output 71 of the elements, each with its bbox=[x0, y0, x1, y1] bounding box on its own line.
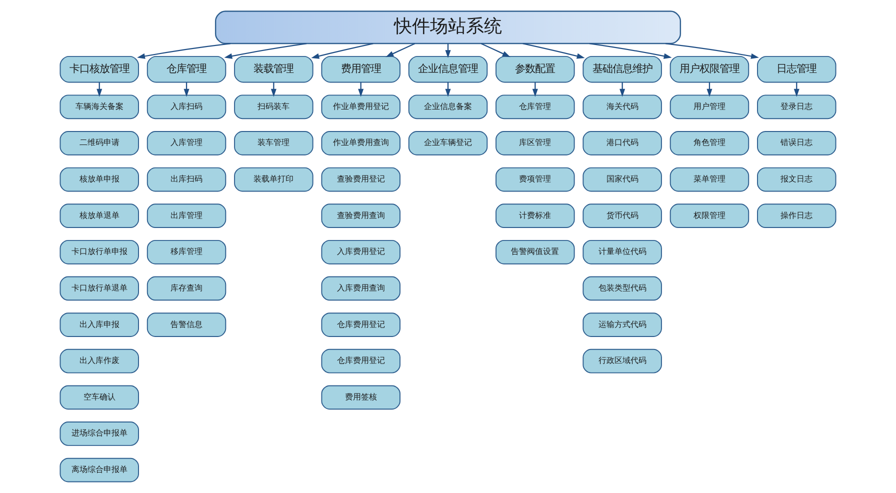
node-box: 作业单费用查询 bbox=[321, 131, 400, 156]
node-box: 出入库申报 bbox=[60, 312, 139, 337]
node-box: 企业车辆登记 bbox=[408, 131, 488, 156]
node-box: 入库管理 bbox=[146, 131, 226, 156]
node-box: 企业信息备案 bbox=[408, 94, 488, 120]
node-box: 入库扫码 bbox=[146, 94, 226, 120]
node-box: 仓库费用登记 bbox=[321, 348, 400, 374]
node-box: 费项管理 bbox=[496, 167, 575, 192]
node-box: 装载管理 bbox=[234, 56, 314, 83]
node-box: 报文日志 bbox=[757, 167, 836, 192]
node-box: 日志管理 bbox=[757, 56, 836, 83]
node-box: 出库管理 bbox=[146, 204, 226, 228]
node-box: 参数配置 bbox=[496, 56, 575, 83]
node-box: 核放单退单 bbox=[60, 204, 139, 228]
node-box: 仓库费用登记 bbox=[321, 312, 400, 337]
node-box: 运输方式代码 bbox=[582, 312, 662, 337]
node-box: 操作日志 bbox=[757, 204, 836, 228]
node-box: 移库管理 bbox=[146, 240, 226, 264]
node-box: 仓库管理 bbox=[146, 56, 226, 83]
node-box: 权限管理 bbox=[670, 204, 750, 228]
node-box: 用户权限管理 bbox=[670, 56, 750, 83]
arrow bbox=[311, 43, 374, 59]
node-box: 车辆海关备案 bbox=[60, 94, 139, 120]
node-box: 装载单打印 bbox=[234, 167, 314, 192]
node-box: 仓库管理 bbox=[496, 94, 575, 120]
node-box: 国家代码 bbox=[582, 167, 662, 192]
node-box: 入库费用查询 bbox=[321, 276, 400, 301]
arrow bbox=[137, 42, 231, 59]
node-box: 错误日志 bbox=[757, 131, 836, 156]
node-box: 计费标准 bbox=[496, 204, 575, 228]
node-box: 角色管理 bbox=[670, 131, 750, 156]
arrow bbox=[665, 42, 759, 59]
node-box: 入库费用登记 bbox=[321, 240, 400, 264]
node-box: 进场综合申报单 bbox=[60, 422, 139, 446]
node-box: 基础信息维护 bbox=[582, 56, 662, 83]
node-box: 出库扫码 bbox=[146, 167, 226, 192]
node-box: 菜单管理 bbox=[670, 167, 750, 192]
arrow bbox=[522, 43, 585, 59]
node-box: 包装类型代码 bbox=[582, 276, 662, 301]
node-box: 空车确认 bbox=[60, 385, 139, 410]
node-box: 海关代码 bbox=[582, 94, 662, 120]
node-box: 用户管理 bbox=[670, 94, 750, 120]
arrow bbox=[224, 43, 307, 59]
node-box: 行政区域代码 bbox=[582, 348, 662, 374]
node-box: 告警信息 bbox=[146, 312, 226, 337]
node-box: 核放单申报 bbox=[60, 167, 139, 192]
node-box: 二维码申请 bbox=[60, 131, 139, 156]
node-box: 港口代码 bbox=[582, 131, 662, 156]
arrow bbox=[386, 43, 416, 58]
node-box: 卡口核放管理 bbox=[60, 56, 139, 83]
node-box: 企业信息管理 bbox=[408, 56, 488, 83]
node-box: 装车管理 bbox=[234, 131, 314, 156]
arrow bbox=[589, 43, 672, 59]
node-box: 扫码装车 bbox=[234, 94, 314, 120]
node-box: 费用管理 bbox=[321, 56, 400, 83]
node-box: 货币代码 bbox=[582, 204, 662, 228]
node-box: 库存查询 bbox=[146, 276, 226, 301]
node-box: 作业单费用登记 bbox=[321, 94, 400, 120]
node-box: 查验费用查询 bbox=[321, 204, 400, 228]
node-box: 卡口放行单退单 bbox=[60, 276, 139, 301]
node-box: 登录日志 bbox=[757, 94, 836, 120]
node-box: 快件场站系统 bbox=[214, 10, 682, 44]
node-box: 计量单位代码 bbox=[582, 240, 662, 264]
node-box: 卡口放行单申报 bbox=[60, 240, 139, 264]
node-box: 出入库作废 bbox=[60, 348, 139, 374]
node-box: 查验费用登记 bbox=[321, 167, 400, 192]
node-box: 告警阀值设置 bbox=[496, 240, 575, 264]
node-box: 费用签核 bbox=[321, 385, 400, 410]
arrow bbox=[480, 43, 510, 58]
node-box: 离场综合申报单 bbox=[60, 458, 139, 482]
node-box: 库区管理 bbox=[496, 131, 575, 156]
